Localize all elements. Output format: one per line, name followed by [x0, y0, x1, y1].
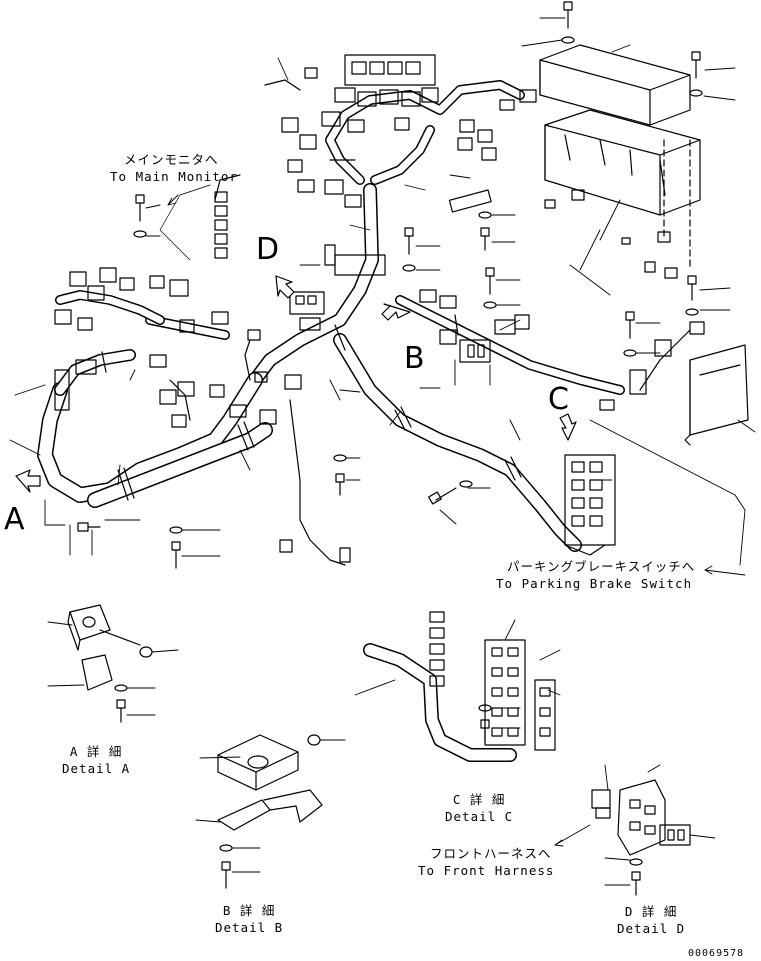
drawing-number: 00069578: [688, 948, 745, 959]
harness-clamps: [101, 159, 522, 501]
view-letter-c: C: [548, 382, 569, 417]
detail-d-caption: D 詳 細 Detail D: [617, 905, 685, 936]
right-bracket: [684, 344, 749, 446]
view-letter-a: A: [4, 502, 25, 537]
detail-a-caption: A 詳 細 Detail A: [62, 745, 130, 776]
detail-a-en: Detail A: [62, 761, 131, 776]
callout-lines: [44, 184, 746, 847]
to-main-monitor-callout-en: To Main Monitor: [110, 169, 238, 184]
bolts-washers: [77, 1, 703, 569]
to-front-harness-callout-jp: フロントハーネスへ: [430, 846, 552, 861]
detail-c-caption: C 詳 細 Detail C: [445, 793, 513, 824]
to-parking-brake-switch-callout-en: To Parking Brake Switch: [496, 576, 693, 591]
to-front-harness-callout-en: To Front Harness: [418, 863, 555, 878]
view-letter-d: D: [256, 232, 280, 267]
detail-c-en: Detail C: [445, 809, 514, 824]
detail-a-jp: A 詳 細: [69, 744, 123, 759]
relay-cluster: [281, 54, 537, 208]
center-connectors: [279, 189, 705, 563]
leader-lines: [9, 17, 756, 557]
detail-b-drawing: [195, 734, 346, 889]
detail-b-en: Detail B: [215, 920, 284, 935]
fuse-block-c-area: [564, 454, 616, 556]
detail-b-jp: B 詳 細: [222, 903, 276, 918]
detail-c-jp: C 詳 細: [452, 792, 506, 807]
to-parking-brake-switch-callout-jp: パーキングブレーキスイッチへ: [507, 559, 696, 574]
detail-d-drawing: [591, 764, 716, 896]
to-main-monitor-callout-jp: メインモニタへ: [124, 152, 219, 167]
detail-b-caption: B 詳 細 Detail B: [215, 904, 283, 935]
detail-d-en: Detail D: [617, 921, 686, 936]
detail-a-drawing: [47, 604, 179, 723]
main-harness: [37, 79, 691, 566]
detail-d-jp: D 詳 細: [624, 904, 678, 919]
detail-c-drawing: [354, 611, 561, 762]
view-arrows: [15, 275, 577, 493]
left-connectors: [54, 191, 302, 428]
view-letter-b: B: [404, 341, 425, 376]
cover-box: [539, 44, 701, 279]
